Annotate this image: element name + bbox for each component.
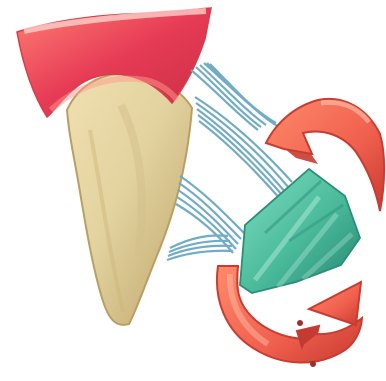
rotating-block-icon <box>240 169 360 293</box>
tooth-icon <box>67 74 192 325</box>
